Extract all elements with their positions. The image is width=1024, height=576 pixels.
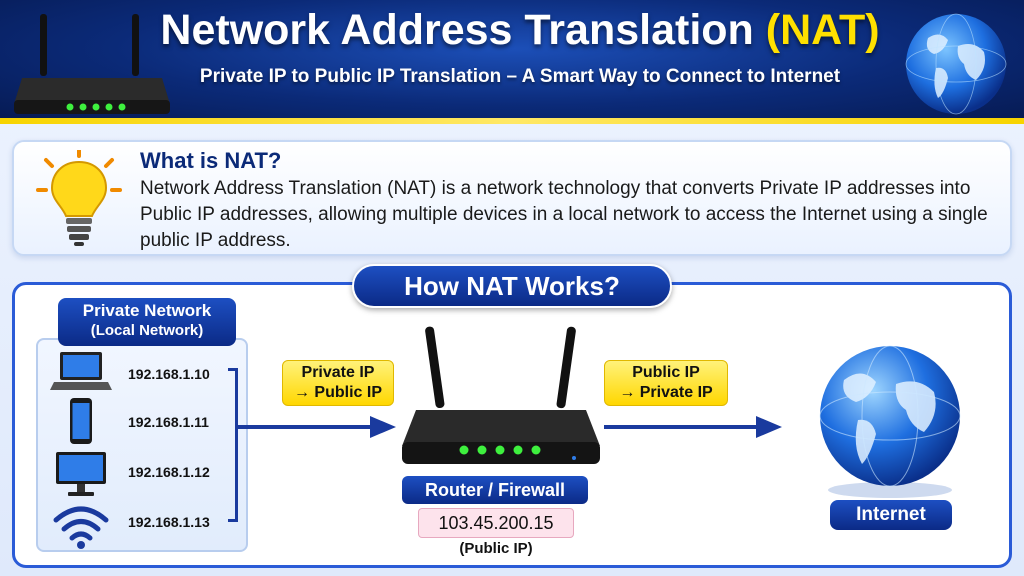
- outbound-tag-line2: → Public IP: [293, 384, 382, 401]
- private-network-label: Private Network (Local Network): [58, 298, 236, 346]
- inbound-translation-tag: Public IP → Private IP: [604, 360, 728, 406]
- router-icon: [14, 14, 170, 114]
- private-network-label-line2: (Local Network): [90, 322, 204, 339]
- header-banner: Network Address Translation (NAT) Privat…: [0, 0, 1024, 122]
- device-ip: 192.168.1.13: [128, 514, 210, 530]
- outbound-arrow: [238, 416, 396, 438]
- monitor-icon: [56, 452, 106, 496]
- globe-icon: [905, 13, 1007, 115]
- public-ip-caption: (Public IP): [459, 540, 533, 557]
- router-label: Router / Firewall: [402, 476, 588, 504]
- router-icon: [402, 326, 600, 464]
- what-is-nat-description: Network Address Translation (NAT) is a n…: [140, 178, 988, 251]
- inbound-arrow: [604, 416, 782, 438]
- what-is-nat-title: What is NAT?: [140, 148, 282, 173]
- globe-icon: [819, 345, 961, 498]
- page-title: Network Address Translation (NAT): [150, 6, 890, 55]
- title-main: Network Address Translation: [160, 6, 754, 54]
- inbound-tag-line1: Public IP: [632, 364, 700, 381]
- device-group-bracket: [228, 368, 238, 522]
- header-divider: [0, 118, 1024, 124]
- wifi-icon: [53, 506, 109, 549]
- page-subtitle: Private IP to Public IP Translation – A …: [199, 66, 841, 87]
- inbound-tag-line2: → Private IP: [619, 384, 713, 401]
- device-ip: 192.168.1.10: [128, 366, 210, 382]
- lightbulb-icon: [36, 150, 122, 246]
- device-ip: 192.168.1.12: [128, 464, 210, 480]
- how-nat-works-title: How NAT Works?: [352, 264, 672, 308]
- private-network-label-line1: Private Network: [82, 301, 212, 320]
- public-ip-value: 103.45.200.15: [418, 508, 574, 538]
- phone-icon: [70, 398, 92, 444]
- outbound-translation-tag: Private IP → Public IP: [282, 360, 394, 406]
- outbound-tag-line1: Private IP: [301, 364, 375, 381]
- device-ip: 192.168.1.11: [128, 414, 209, 430]
- laptop-icon: [50, 352, 112, 390]
- internet-label: Internet: [830, 500, 952, 530]
- what-is-nat-panel: What is NAT? Network Address Translation…: [12, 140, 1012, 256]
- title-highlight: (NAT): [765, 6, 880, 54]
